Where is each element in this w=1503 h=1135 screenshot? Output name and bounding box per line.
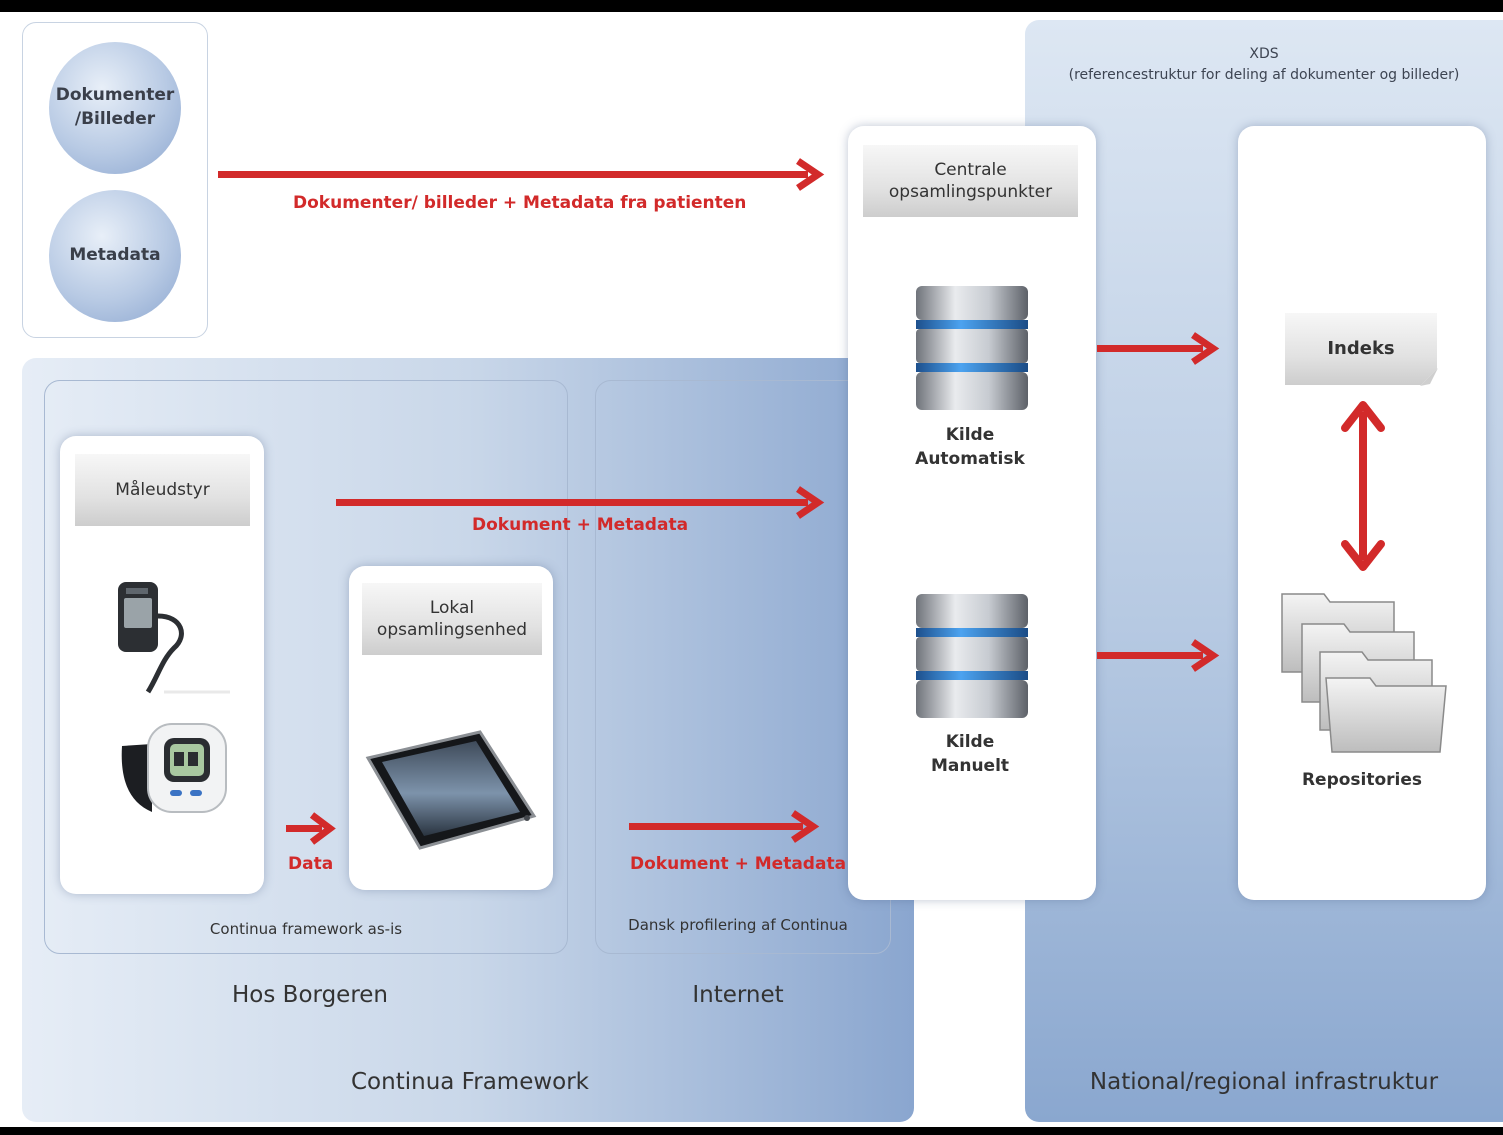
continua-as-is-frame: [44, 380, 568, 954]
page-curl-icon: [1420, 368, 1438, 386]
national-infra-label: National/regional infrastruktur: [1089, 1069, 1439, 1095]
documents-circle: Dokumenter /Billeder: [49, 42, 181, 174]
database-manual-icon: [916, 594, 1028, 718]
top-border: [0, 0, 1503, 12]
index-repositories-double-arrow: [1341, 401, 1385, 571]
index-box: Indeks: [1285, 313, 1437, 385]
auto-to-index-arrow: [1097, 332, 1220, 365]
db-automatic-label: Kilde Automatisk: [915, 425, 1025, 469]
central-collection-title: Centrale opsamlingspunkter: [863, 145, 1078, 217]
device-flow-arrow: [336, 486, 825, 519]
data-flow-arrow: [286, 812, 336, 845]
device-flow-label: Dokument + Metadata: [472, 515, 689, 535]
repositories-folders-icon: [1281, 593, 1447, 753]
bottom-border: [0, 1127, 1503, 1135]
xds-title: XDS (referencestruktur for deling af dok…: [1068, 46, 1460, 83]
blood-pressure-monitor-icon: [121, 723, 227, 813]
patient-flow-arrow: [218, 158, 825, 191]
central-collection-card: [848, 126, 1096, 900]
repositories-label: Repositories: [1301, 770, 1423, 790]
measuring-devices-title: Måleudstyr: [75, 454, 250, 526]
db-manual-label: Kilde Manuelt: [930, 732, 1010, 776]
manual-to-repositories-arrow: [1097, 639, 1220, 672]
continua-as-is-label: Continua framework as-is: [209, 920, 403, 938]
database-automatic-icon: [916, 286, 1028, 410]
patient-flow-label: Dokumenter/ billeder + Metadata fra pati…: [293, 193, 747, 213]
internet-flow-arrow: [629, 810, 820, 843]
local-collection-title: Lokal opsamlingsenhed: [362, 583, 542, 655]
continua-framework-label: Continua Framework: [351, 1069, 589, 1095]
internet-label: Internet: [692, 982, 784, 1008]
hos-borgeren-label: Hos Borgeren: [232, 982, 388, 1008]
tablet-icon: [365, 730, 537, 850]
danish-profiling-label: Dansk profilering af Continua: [628, 916, 848, 934]
data-flow-label: Data: [288, 854, 334, 874]
glucose-meter-icon: [118, 582, 230, 694]
internet-flow-label: Dokument + Metadata: [630, 854, 847, 874]
metadata-circle: Metadata: [49, 190, 181, 322]
